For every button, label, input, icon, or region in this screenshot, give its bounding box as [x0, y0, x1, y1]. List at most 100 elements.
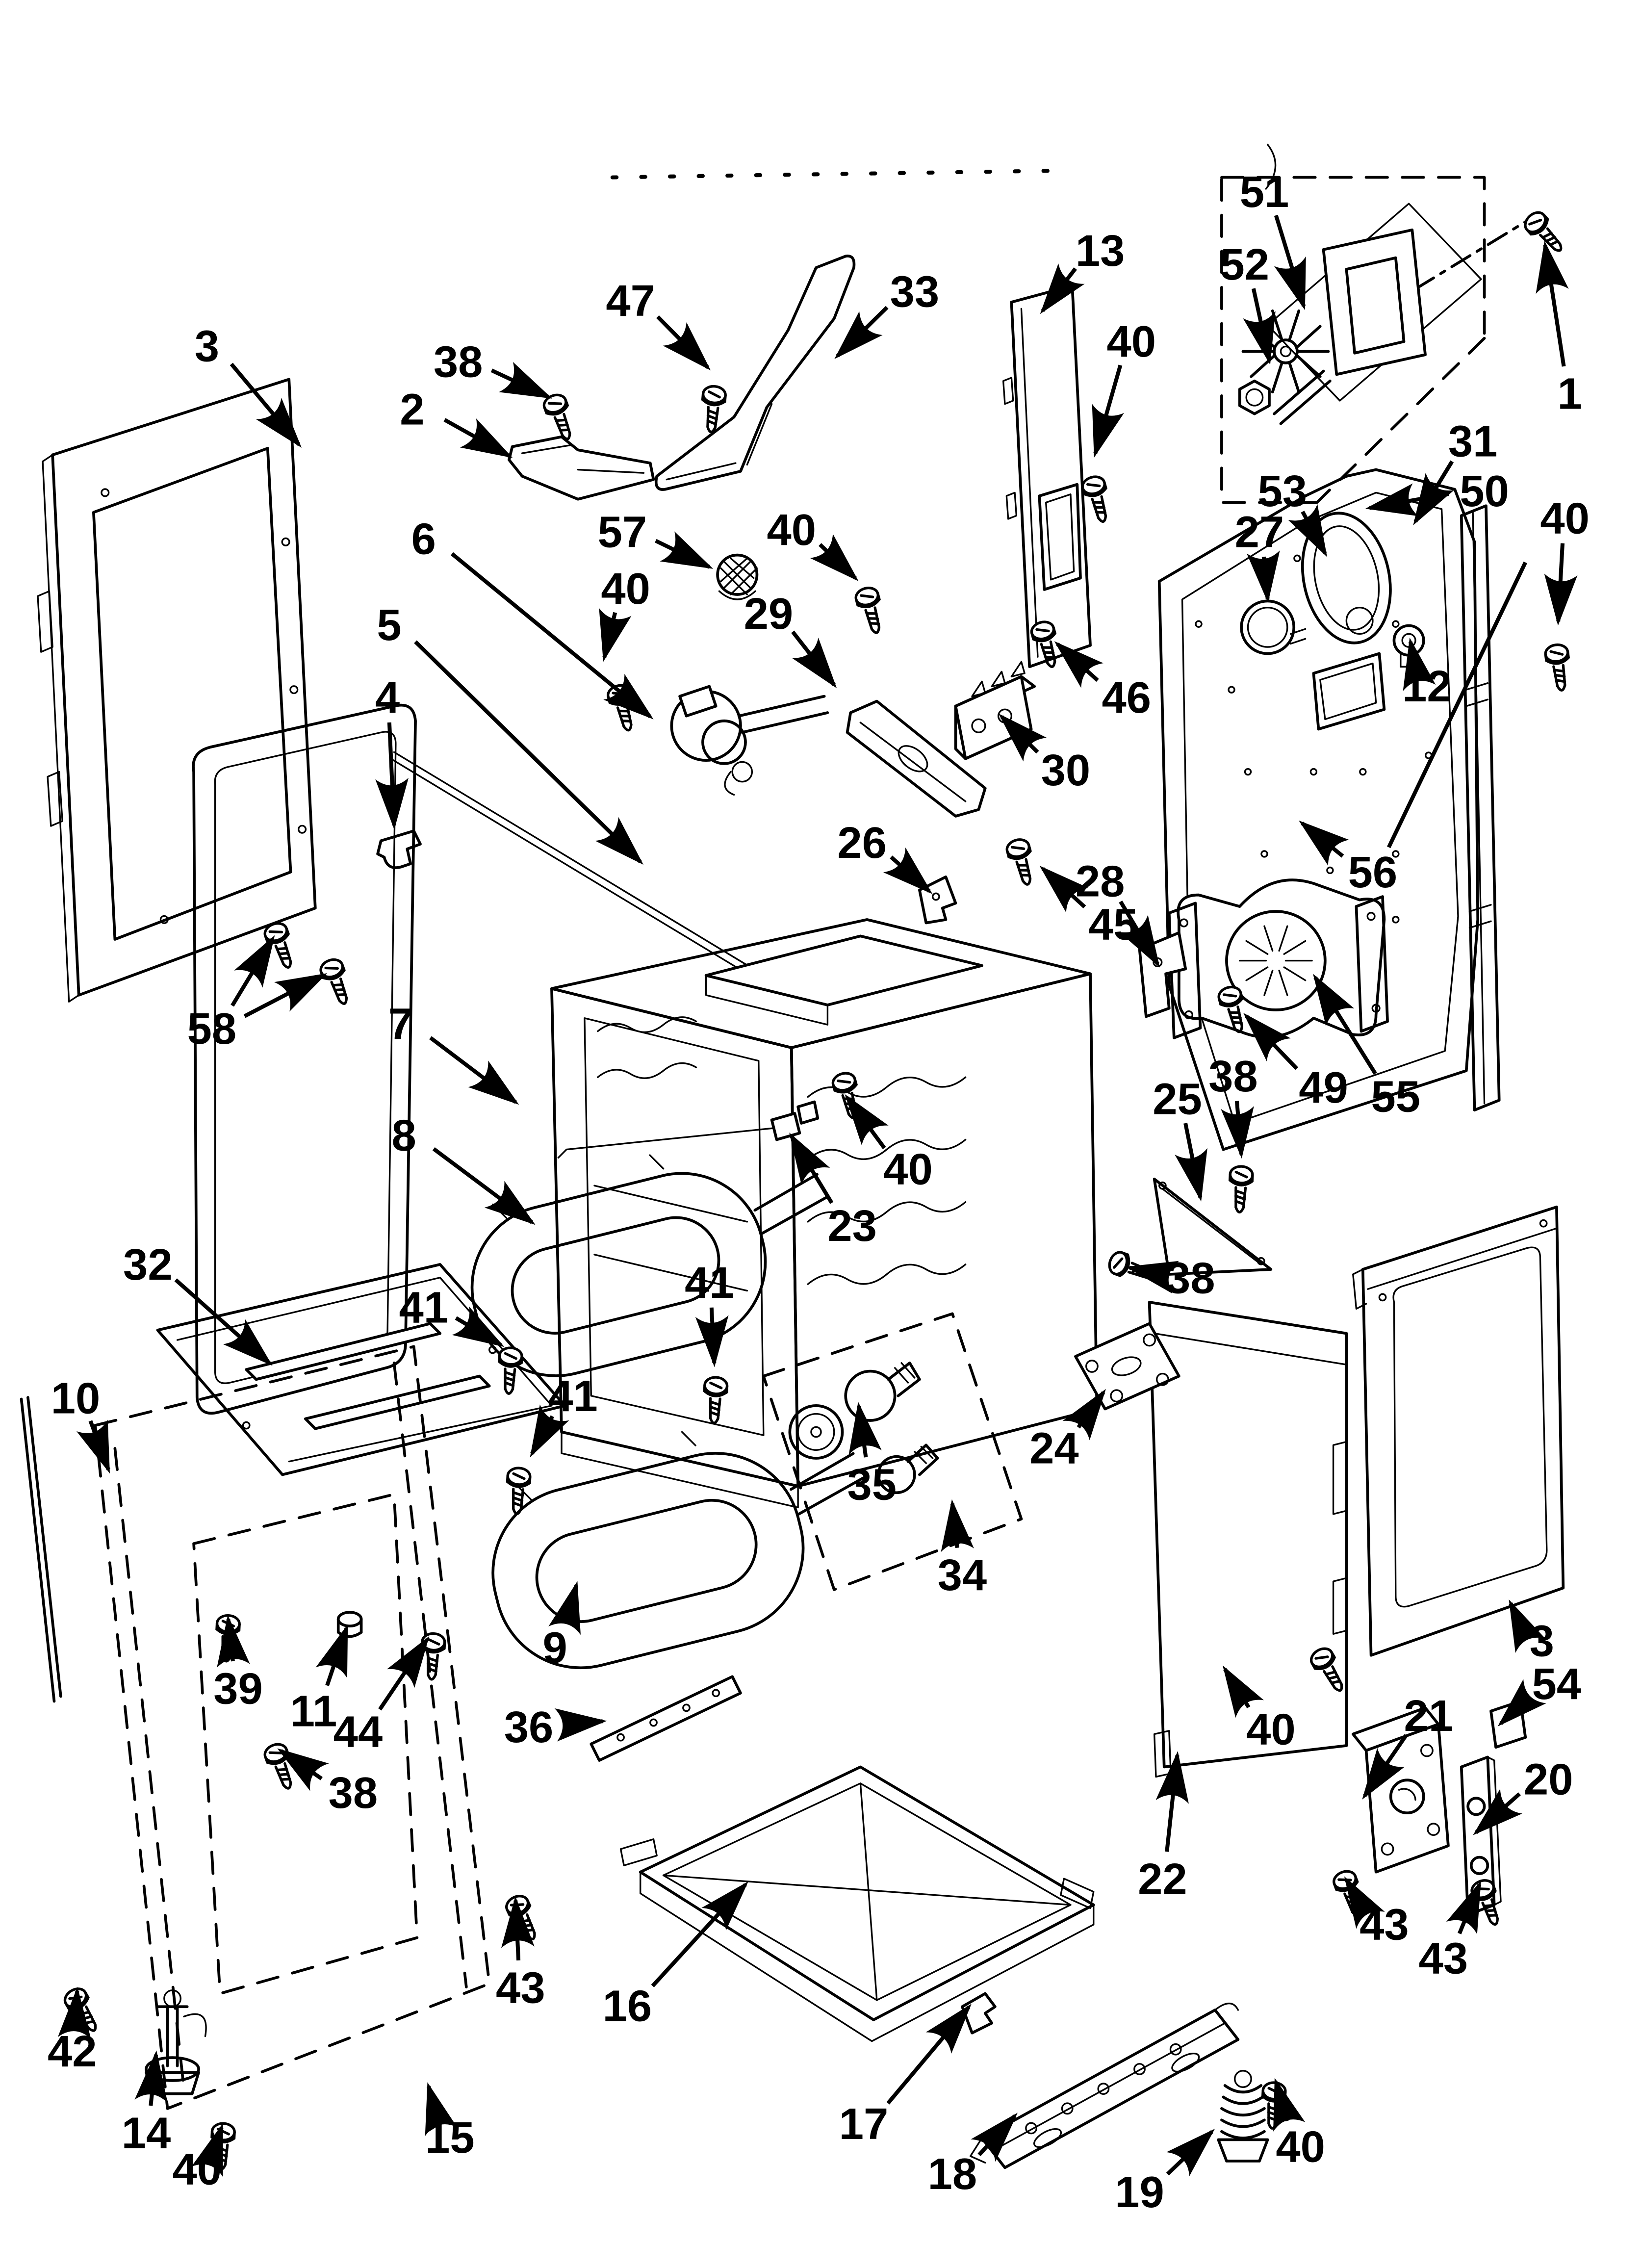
- callout-leader: [1362, 1734, 1408, 1800]
- callout-34: 34: [938, 1499, 987, 1600]
- callout-leader: [599, 608, 632, 662]
- callout-40: 40: [767, 505, 859, 582]
- callout-leader: [791, 630, 837, 689]
- screw-icon: [263, 1743, 292, 1790]
- part-number-label: 42: [48, 2027, 97, 2076]
- callout-3: 3: [195, 321, 302, 448]
- callout-leader: [971, 2113, 1018, 2162]
- part-number-label: 38: [329, 1768, 378, 1818]
- part-number-label: 38: [1166, 1254, 1215, 1303]
- callout-41: 41: [530, 1371, 598, 1458]
- callout-leader: [432, 1147, 536, 1225]
- part-number-label: 40: [1276, 2122, 1325, 2171]
- callout-leader: [845, 1094, 889, 1149]
- callout-40: 40: [1540, 494, 1590, 626]
- callout-55: 55: [1313, 974, 1420, 1122]
- vent-opening-53: [1301, 512, 1392, 644]
- part-number-label: 7: [388, 1000, 413, 1049]
- callout-leader: [134, 2050, 168, 2106]
- callout-leader: [1536, 240, 1569, 367]
- mesh-grommet-57: [716, 553, 759, 600]
- callout-leader: [1365, 483, 1449, 516]
- part-number-label: 35: [847, 1460, 897, 1509]
- part-number-label: 15: [425, 2113, 475, 2163]
- light-bulb-35: [877, 1443, 939, 1495]
- part-number-label: 22: [1138, 1855, 1187, 1904]
- part-number-label: 40: [883, 1145, 933, 1194]
- callout-23: 23: [789, 1132, 877, 1251]
- part-number-label: 6: [411, 514, 436, 564]
- callout-39: 39: [213, 1615, 263, 1713]
- left-side-panel: [37, 378, 317, 1003]
- callout-leader: [1509, 1599, 1546, 1653]
- part-number-label: 53: [1258, 466, 1308, 516]
- callout-52: 52: [1220, 240, 1276, 365]
- part-number-label: 2: [400, 385, 424, 435]
- callout-49: 49: [1243, 1013, 1348, 1112]
- screw-icon: [420, 1632, 446, 1681]
- bake-element-9: [491, 1431, 864, 1670]
- latch-motor-6: [670, 685, 829, 796]
- callout-10: 10: [51, 1374, 110, 1474]
- callout-leader: [1243, 288, 1276, 365]
- callout-47: 47: [606, 276, 711, 371]
- callout-leader: [1040, 263, 1085, 314]
- part-number-label: 31: [1448, 416, 1498, 466]
- callout-leader: [57, 1986, 91, 2039]
- callout-leader: [883, 847, 933, 894]
- callout-35: 35: [847, 1401, 897, 1509]
- callout-41: 41: [685, 1258, 734, 1367]
- fan-shroud-55: [1167, 878, 1389, 1039]
- leveling-foot-19: [1217, 2070, 1269, 2163]
- callout-18: 18: [928, 2113, 1018, 2199]
- callout-8: 8: [391, 1110, 536, 1225]
- callout-14: 14: [122, 2050, 171, 2158]
- callout-33: 33: [834, 267, 939, 359]
- callout-leader: [230, 362, 302, 448]
- screw-icon: [505, 1895, 536, 1940]
- nut-52: [1238, 379, 1271, 415]
- screw-icon: [701, 385, 727, 434]
- screw-icon: [542, 393, 571, 440]
- callout-leader: [1119, 901, 1160, 968]
- callout-leader: [695, 1307, 729, 1367]
- callout-12: 12: [1402, 637, 1452, 711]
- part-number-label: 40: [172, 2145, 222, 2194]
- callout-40: 40: [599, 564, 650, 662]
- callout-leader: [425, 2082, 458, 2137]
- part-number-label: 46: [1102, 673, 1151, 722]
- callout-4: 4: [375, 673, 409, 830]
- rear-panel-31: [1157, 468, 1480, 1151]
- part-number-label: 40: [1246, 1705, 1296, 1754]
- callout-leader: [76, 1419, 110, 1474]
- callout-36: 36: [504, 1702, 607, 1752]
- callout-7: 7: [388, 1000, 519, 1105]
- callout-leader: [655, 531, 714, 569]
- door-gasket-7: [192, 703, 417, 1415]
- callout-9: 9: [542, 1581, 581, 1673]
- part-number-label: 32: [123, 1240, 173, 1289]
- callout-26: 26: [837, 818, 933, 894]
- part-number-label: 20: [1524, 1754, 1573, 1804]
- callout-38: 38: [1125, 1254, 1215, 1303]
- callout-42: 42: [48, 1986, 97, 2076]
- part-number-label: 3: [195, 321, 219, 371]
- hardware-layer: [63, 211, 1570, 2171]
- callout-leader: [1473, 1788, 1522, 1835]
- callout-leader: [1273, 2078, 1306, 2132]
- pad-54: [1489, 1700, 1527, 1749]
- screw-icon: [1081, 475, 1107, 523]
- screw-icon: [607, 684, 633, 732]
- callout-leader: [1446, 1881, 1482, 1934]
- callout-2: 2: [400, 385, 513, 458]
- right-side-panel: [1352, 1205, 1565, 1657]
- callout-leader: [443, 418, 513, 458]
- part-number-label: 40: [1540, 494, 1590, 543]
- part-number-label: 40: [601, 564, 650, 614]
- callout-25: 25: [1153, 1074, 1207, 1202]
- callout-leader: [375, 722, 409, 830]
- callout-38: 38: [1208, 1052, 1258, 1159]
- callout-leader: [1062, 1389, 1106, 1441]
